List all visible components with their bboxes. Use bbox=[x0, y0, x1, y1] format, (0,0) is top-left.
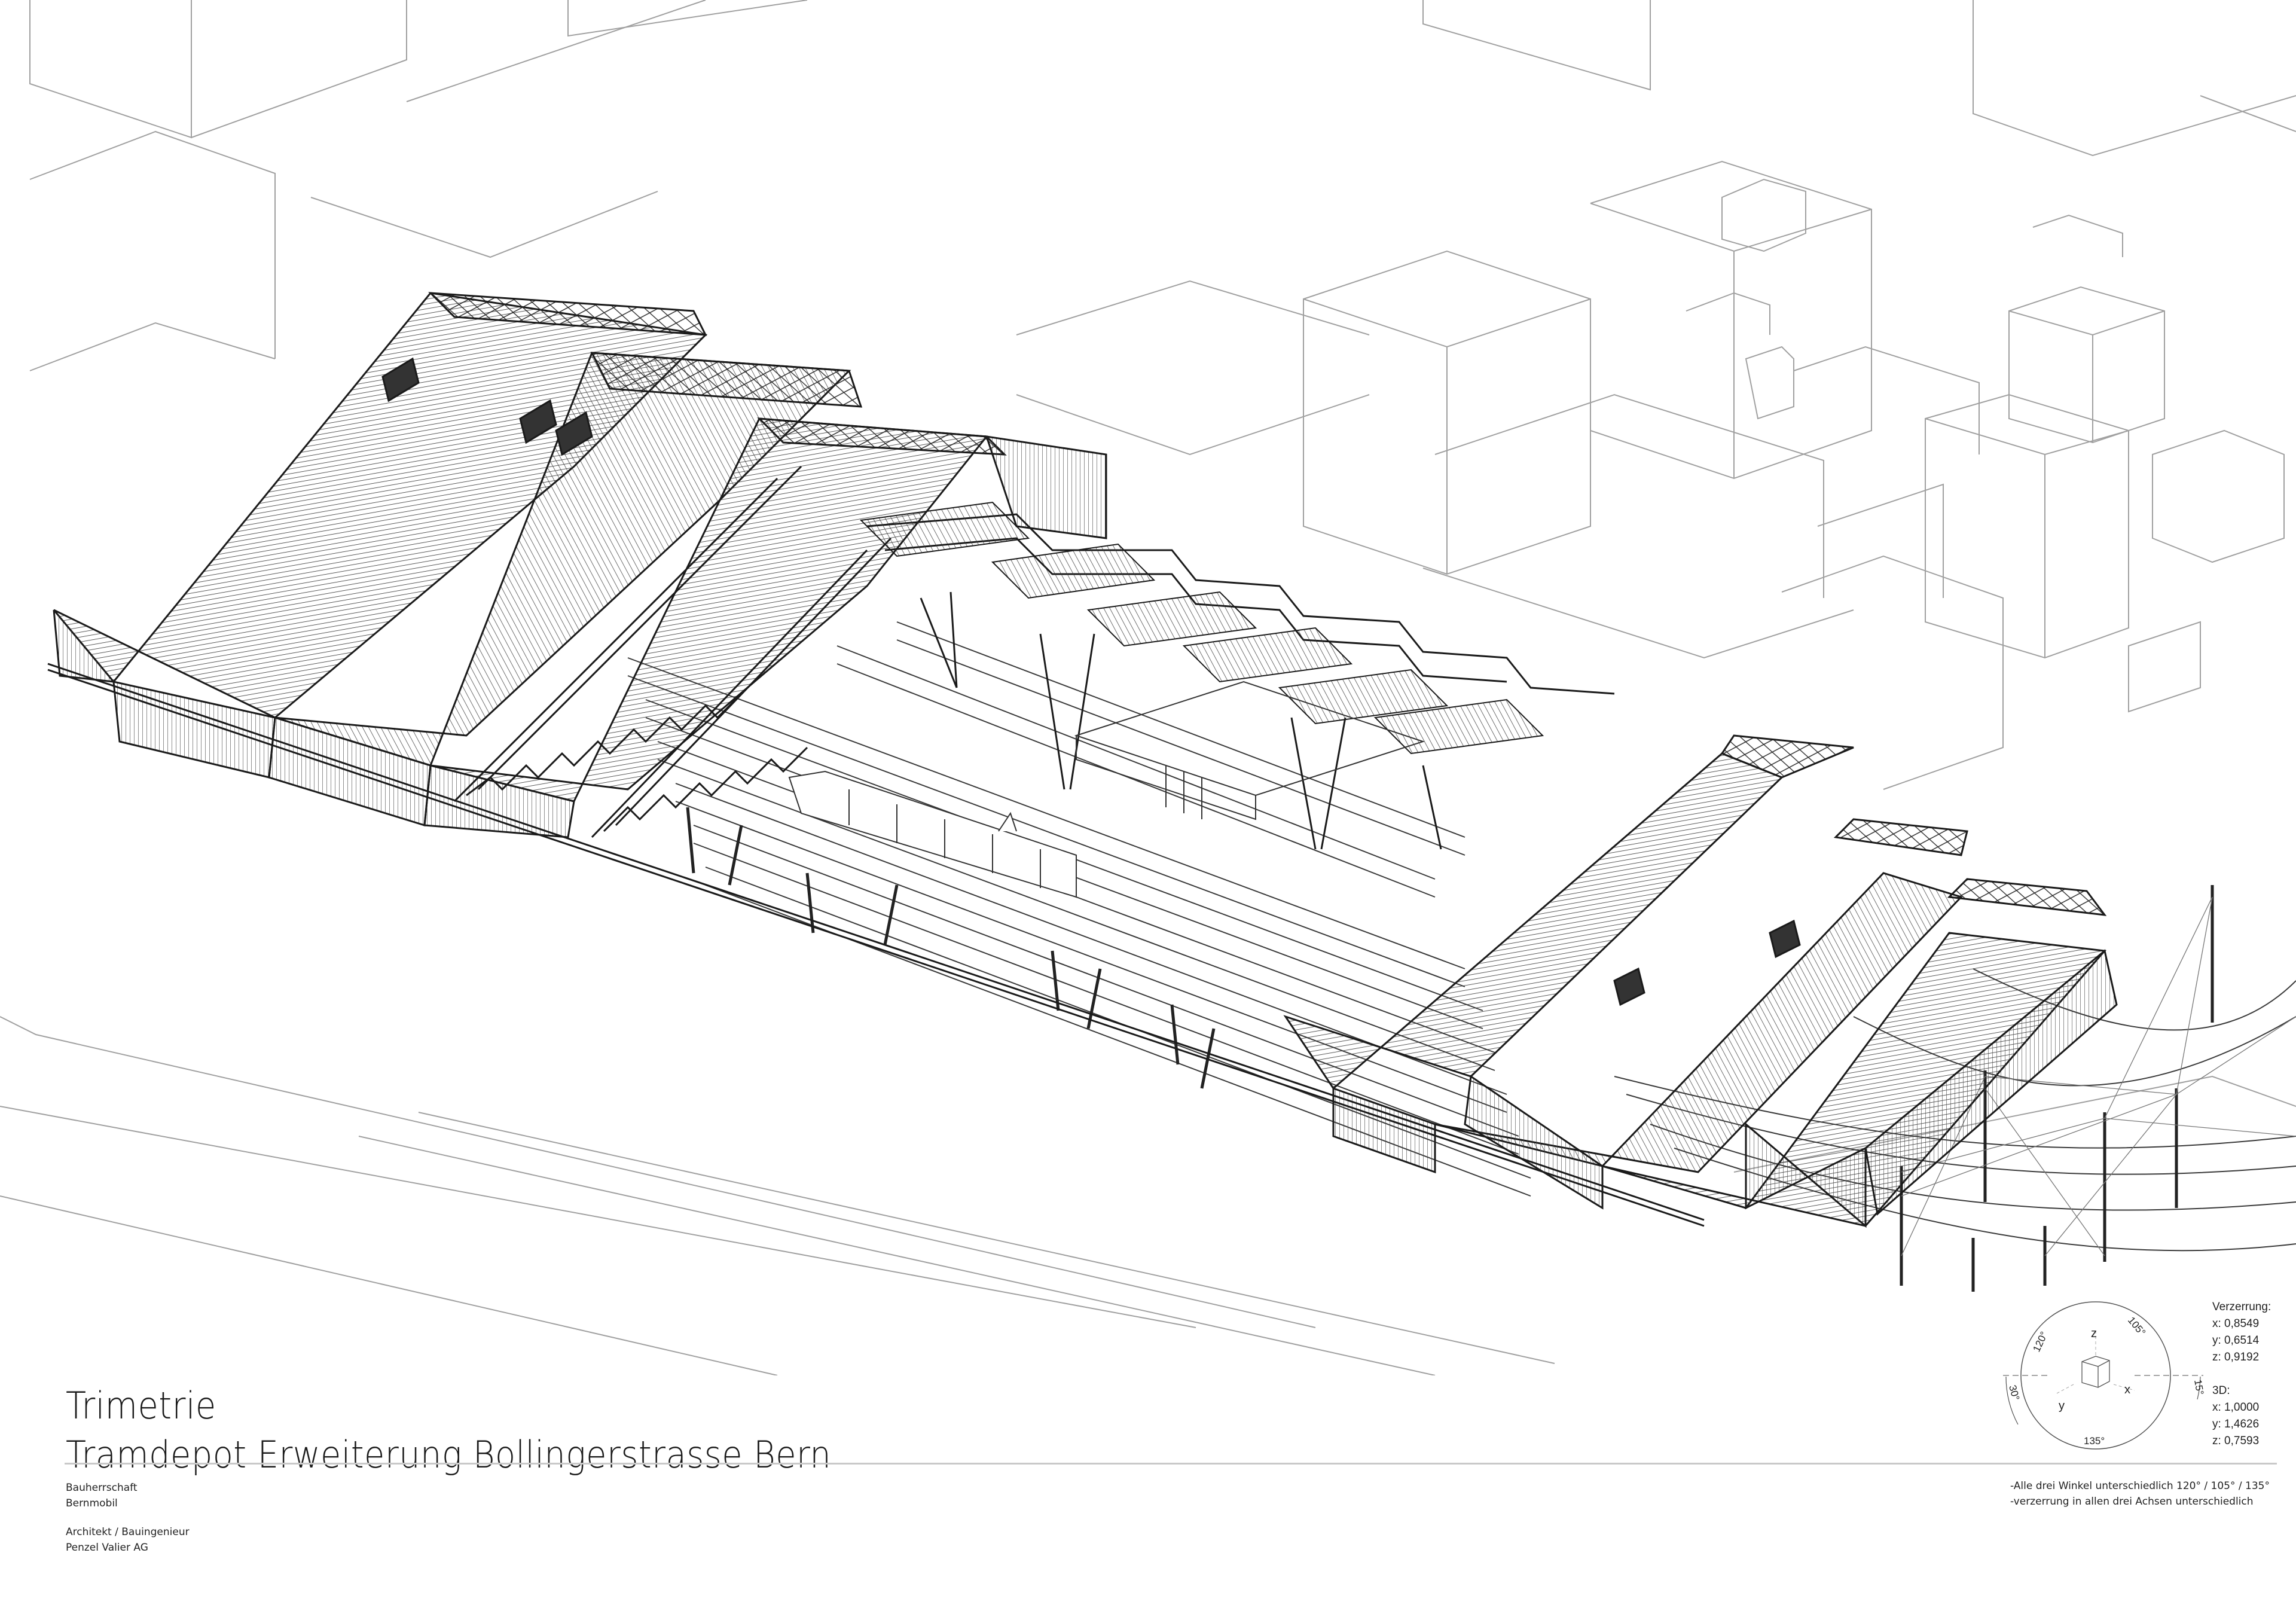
architect-name: Penzel Valier AG bbox=[66, 1542, 148, 1554]
client-role: Bauherrschaft bbox=[66, 1482, 138, 1494]
client-credit: Bauherrschaft Bernmobil bbox=[66, 1480, 190, 1511]
client-name: Bernmobil bbox=[66, 1497, 118, 1509]
catenary-wires bbox=[1901, 896, 2296, 1256]
projection-notes: -Alle drei Winkel unterschiedlich 120° /… bbox=[2010, 1478, 2270, 1509]
title-separator-line bbox=[65, 1463, 2277, 1465]
hall-base bbox=[47, 663, 1705, 1227]
right-hall bbox=[1283, 734, 2118, 1228]
distortion-heading: Verzerrung: bbox=[2212, 1301, 2271, 1313]
trimetric-axis-icon: z y x 120° 105° 135° 30° 15° bbox=[2003, 1301, 2206, 1450]
distortion-values: Verzerrung: x: 0,8549 y: 0,6514 z: 0,919… bbox=[2212, 1299, 2271, 1450]
angle-15-label: 15° bbox=[2192, 1378, 2206, 1396]
angle-30-label: 30° bbox=[2007, 1384, 2022, 1402]
note-distortion: -verzerrung in allen drei Achsen untersc… bbox=[2010, 1496, 2254, 1508]
title-block: Trimetrie Tramdepot Erweiterung Bollinge… bbox=[66, 1381, 916, 1479]
project-title: Tramdepot Erweiterung Bollingerstrasse B… bbox=[66, 1433, 832, 1476]
distortion-3d-x: x: 1,0000 bbox=[2212, 1401, 2260, 1414]
distortion-z: z: 0,9192 bbox=[2212, 1351, 2260, 1363]
distortion-3d-z: z: 0,7593 bbox=[2212, 1435, 2260, 1447]
central-workshop bbox=[1074, 681, 1425, 820]
note-angles: -Alle drei Winkel unterschiedlich 120° /… bbox=[2010, 1480, 2270, 1492]
catenary-masts bbox=[686, 807, 2214, 1292]
angle-120-label: 120° bbox=[2031, 1330, 2050, 1354]
y-axis-label: y bbox=[2059, 1399, 2065, 1412]
angle-105-label: 105° bbox=[2126, 1314, 2148, 1338]
x-axis-label: x bbox=[2124, 1383, 2130, 1396]
angle-135-label: 135° bbox=[2084, 1435, 2105, 1447]
projection-diagram: z y x 120° 105° 135° 30° 15° bbox=[1973, 1286, 2296, 1465]
distortion-x: x: 0,8549 bbox=[2212, 1317, 2260, 1330]
distortion-3d-heading: 3D: bbox=[2212, 1384, 2230, 1397]
truss-roof-segments bbox=[859, 501, 1544, 755]
axonometric-drawing bbox=[0, 0, 2296, 1375]
projection-type-title: Trimetrie bbox=[66, 1384, 216, 1427]
cube-icon bbox=[2081, 1356, 2110, 1388]
distortion-3d-y: y: 1,4626 bbox=[2212, 1418, 2260, 1430]
architect-credit: Architekt / Bauingenieur Penzel Valier A… bbox=[66, 1524, 190, 1555]
distortion-y: y: 0,6514 bbox=[2212, 1334, 2260, 1347]
context-buildings bbox=[0, 0, 2296, 1375]
spacer bbox=[2212, 1366, 2271, 1383]
z-axis-label: z bbox=[2091, 1327, 2097, 1340]
architect-role: Architekt / Bauingenieur bbox=[66, 1526, 190, 1538]
depot-trimetric-view bbox=[0, 0, 2296, 1375]
tram-vehicle bbox=[788, 770, 1077, 898]
left-hall bbox=[53, 292, 1107, 838]
credits: Bauherrschaft Bernmobil Architekt / Baui… bbox=[66, 1480, 190, 1569]
